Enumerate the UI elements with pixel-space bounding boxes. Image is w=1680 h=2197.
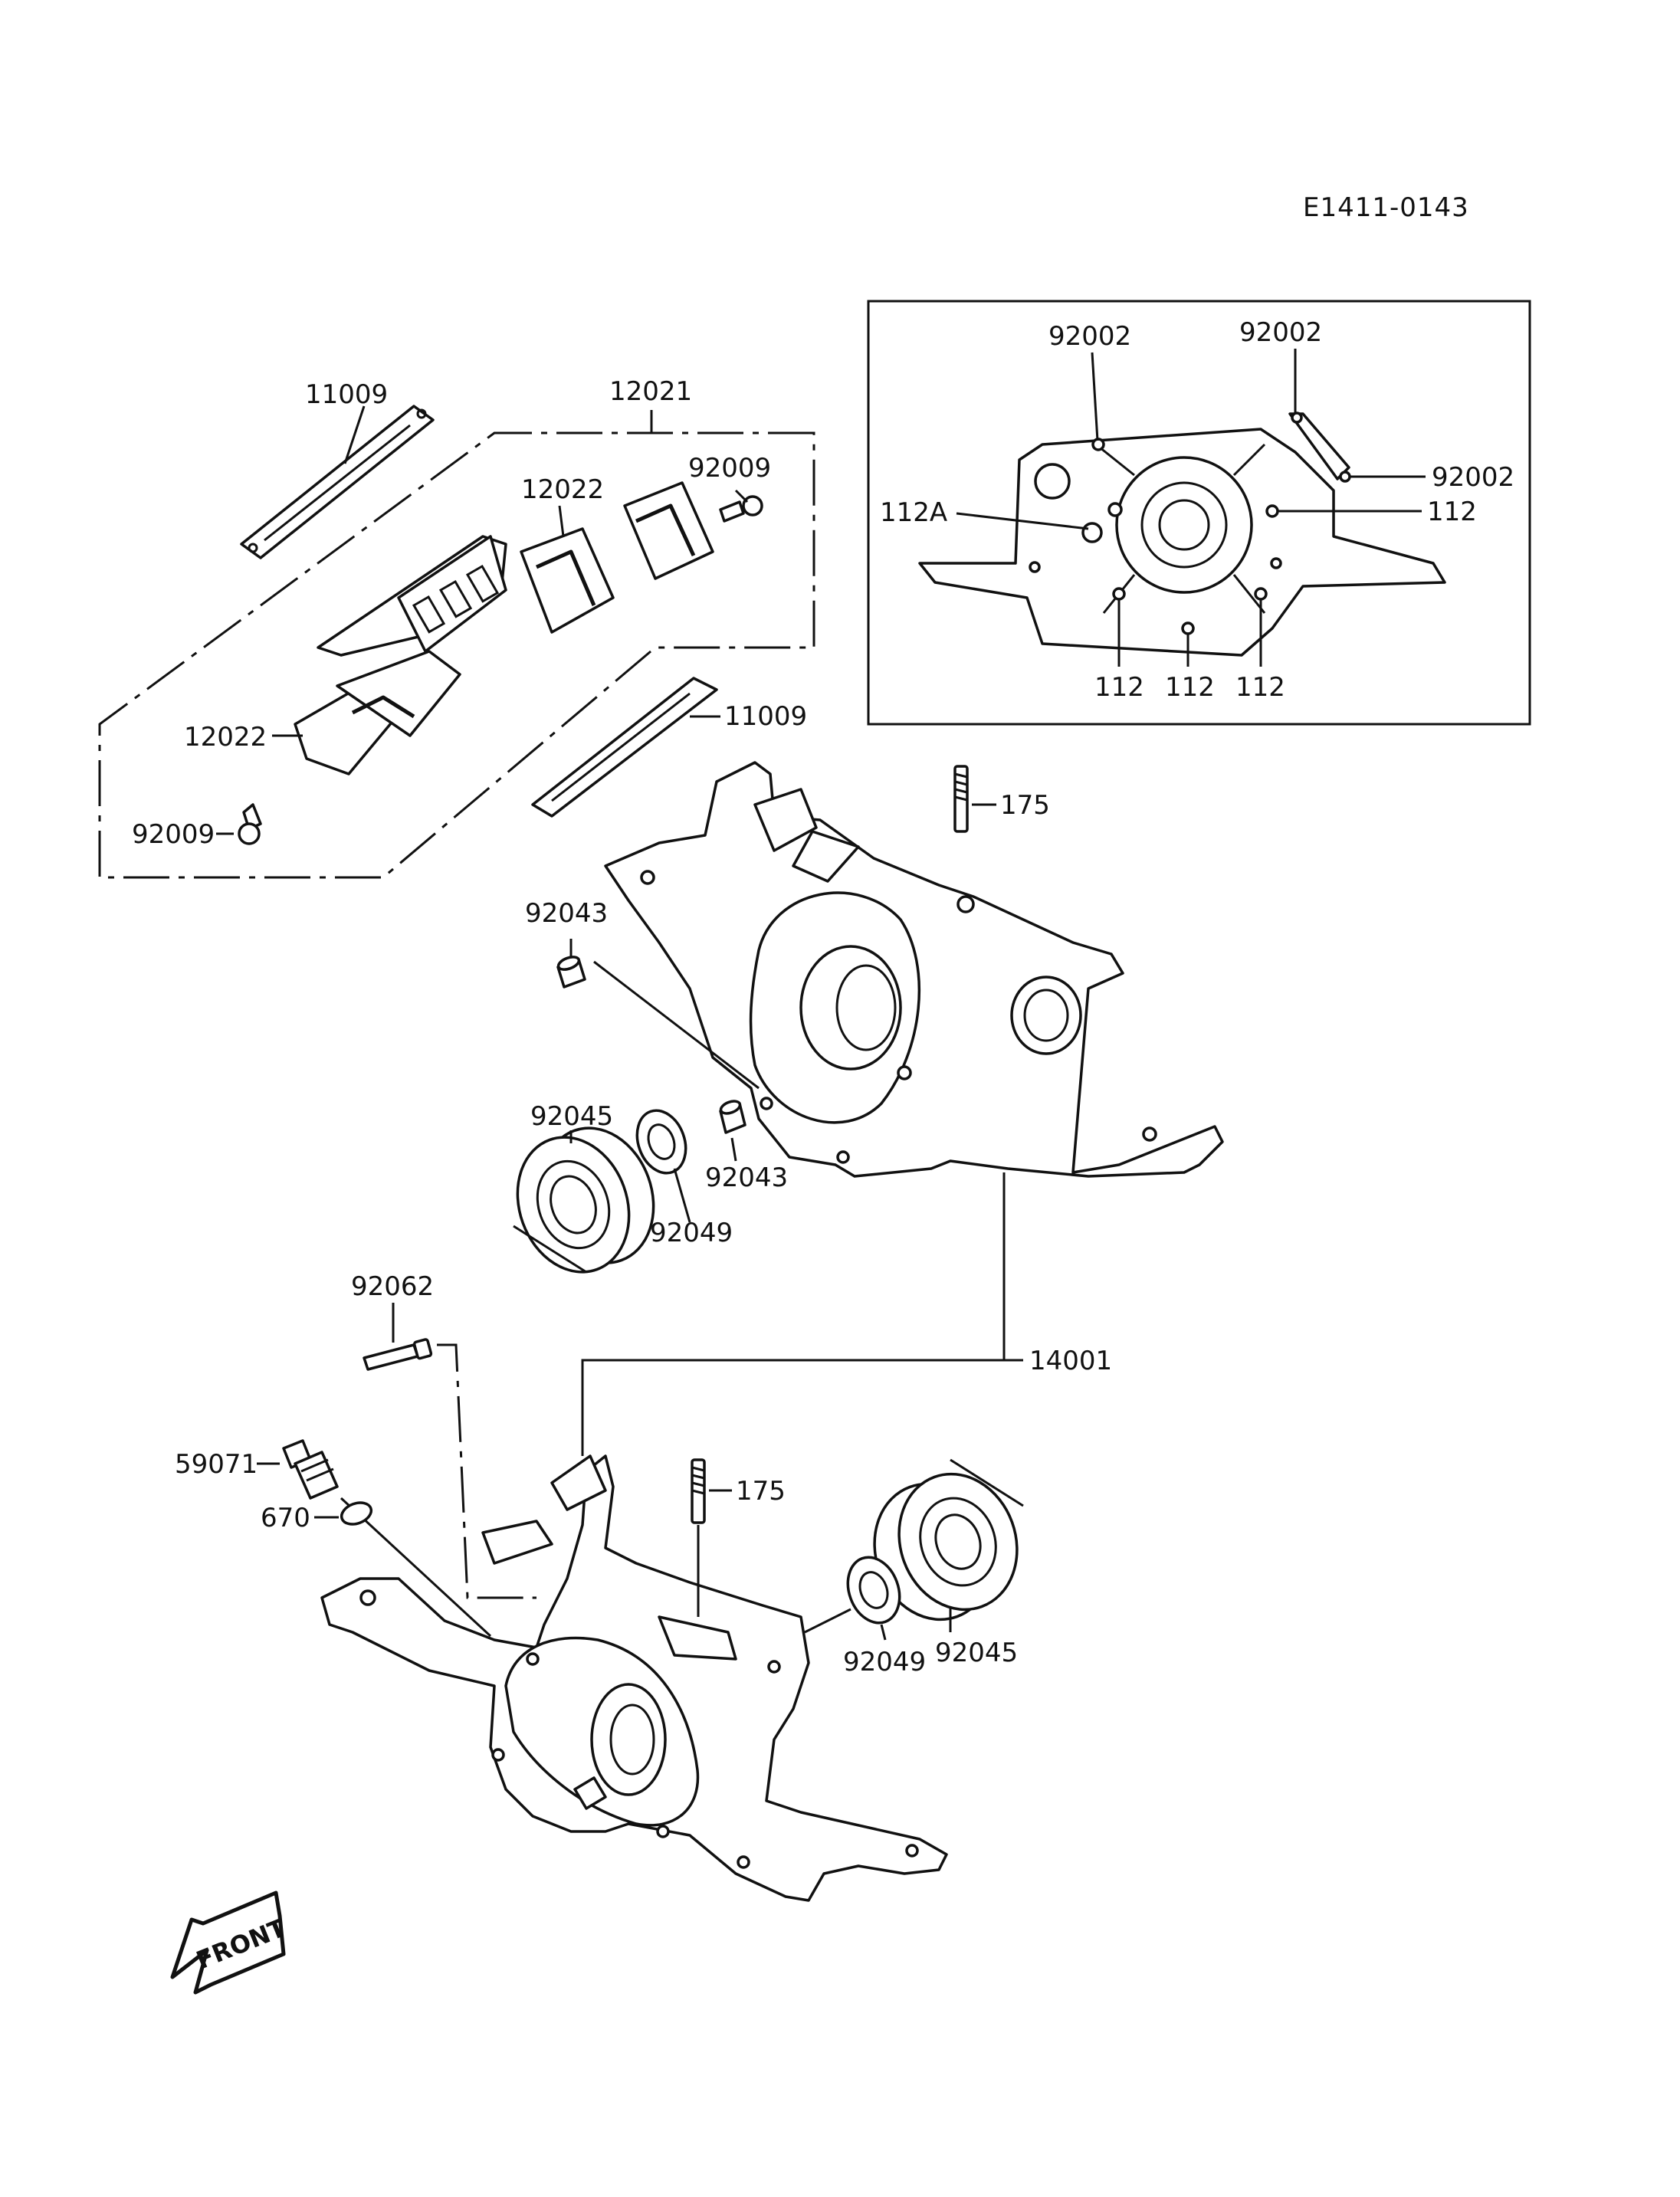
callout-92009-left: 92009 [132,819,215,850]
leader-11009-top [343,405,366,464]
crankcase-upper-half [604,761,1224,1178]
callout-14001: 14001 [1029,1346,1112,1376]
callout-92002-c: 92002 [1432,462,1514,493]
callout-112-right: 112 [1427,497,1477,527]
callout-12021: 12021 [609,376,692,407]
callout-92043-upper: 92043 [525,898,608,929]
reed-valve-group-boundary [98,431,815,879]
bearing-upper [516,1126,655,1274]
stud-lower [691,1458,706,1524]
gasket-top [240,405,435,559]
reed-plate-left [294,650,461,776]
callout-12022-top: 12022 [521,474,604,505]
callout-92002-b: 92002 [1239,317,1322,348]
leader-12022-top [558,505,565,537]
leader-92049-upper [673,1168,691,1223]
callout-11009-mid: 11009 [724,701,807,732]
stud-upper [953,765,969,833]
callout-92002-a: 92002 [1048,321,1131,352]
phantom-bearing-lower [950,1458,1024,1507]
callout-92045-lower: 92045 [935,1638,1018,1668]
phantom-dowel-upper [593,960,760,1090]
screw-left [238,803,262,845]
phantom-bolt-92062 [437,1343,536,1599]
callout-59071: 59071 [175,1449,258,1480]
callout-92009-top: 92009 [688,453,771,484]
reed-plate-top [520,481,714,634]
callout-112-b3: 112 [1235,672,1285,703]
cover-inset-box [867,300,1531,726]
gasket-mid [531,677,718,818]
leader-92043-lower [730,1137,737,1162]
callout-92043-lower: 92043 [705,1162,788,1193]
callout-175-lower: 175 [736,1476,786,1507]
callout-112-b1: 112 [1094,672,1144,703]
callout-12022-left: 12022 [184,722,267,753]
bolt-92062 [363,1338,433,1371]
dowel-lower [719,1100,746,1134]
callout-92045-upper: 92045 [530,1101,613,1132]
callout-11009-top: 11009 [305,379,388,410]
callout-670: 670 [261,1503,310,1533]
leader-14001 [581,1172,1023,1456]
plug-59071 [282,1439,339,1500]
seal-lower [846,1556,901,1625]
leader-92002-a [1091,352,1099,441]
leader-112a [956,512,1089,530]
callout-92049-upper: 92049 [650,1218,733,1248]
crankcase-lower-half [320,1454,948,1902]
bearing-lower [873,1472,1019,1622]
phantom-bearing-upper [513,1225,587,1274]
callout-112-b2: 112 [1165,672,1215,703]
phantom-seal-lower [804,1608,851,1634]
reed-block [317,535,507,657]
crankcase-cover [918,412,1446,657]
washer-670 [340,1501,373,1526]
callout-175-upper: 175 [1000,790,1050,821]
diagram-code: E1411-0143 [1303,192,1469,223]
dowel-upper [556,956,586,989]
front-arrow-icon [170,1890,286,1995]
callout-92049-lower: 92049 [843,1647,926,1677]
seal-upper [635,1109,687,1175]
screw-top [719,495,763,523]
leader-92049-lower [880,1624,887,1641]
callout-92062: 92062 [351,1271,434,1302]
callout-112a: 112A [880,497,947,528]
leader-92009-top [734,489,749,503]
